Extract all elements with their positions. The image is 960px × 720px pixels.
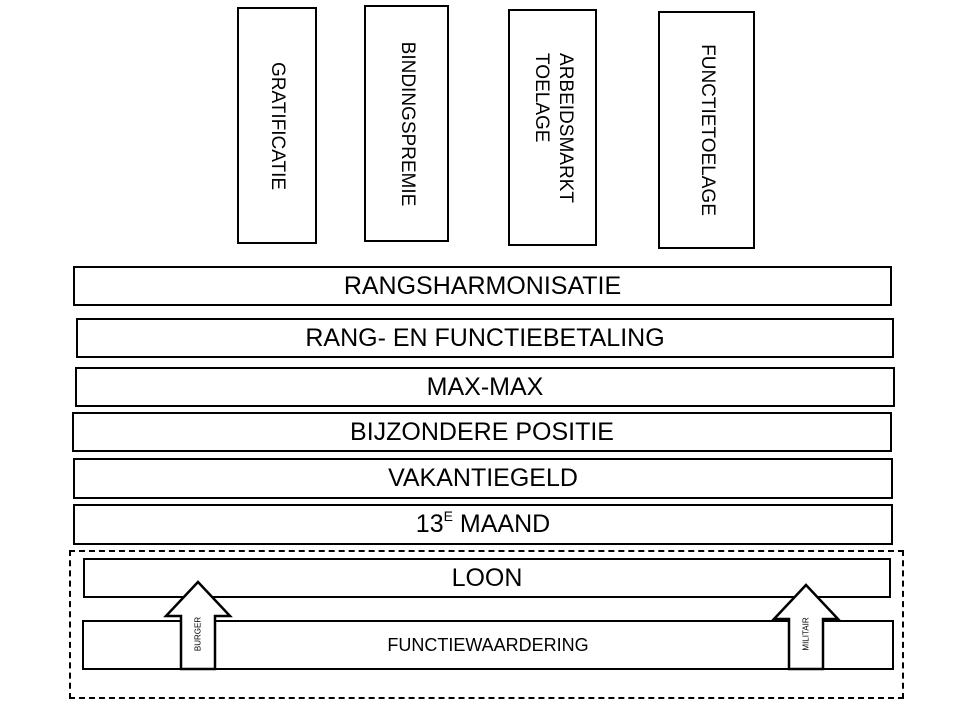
box-arbeidsmarkt-toelage: ARBEIDSMARKT TOELAGE <box>508 9 597 246</box>
box-arbeidsmarkt-toelage-line-1: ARBEIDSMARKT <box>554 52 576 203</box>
burger-arrow-icon <box>163 580 233 671</box>
militair-arrow-label: MILITAIR <box>801 617 811 651</box>
box-functietoelage-text: FUNCTIETOELAGE <box>695 44 719 216</box>
militair-arrow-icon <box>771 583 841 671</box>
box-arbeidsmarkt-toelage-text: ARBEIDSMARKT TOELAGE <box>529 53 577 203</box>
box-gratificatie-line-1: GRATIFICATIE <box>267 61 288 190</box>
box-functietoelage-line-1: FUNCTIETOELAGE <box>696 44 718 216</box>
layer-rang-en-functiebetaling: RANG- EN FUNCTIEBETALING <box>76 318 894 358</box>
layer-rangsharmonisatie: RANGSHARMONISATIE <box>73 266 892 306</box>
burger-arrow-label: BURGER <box>193 616 203 652</box>
box-gratificatie-text: GRATIFICATIE <box>265 61 289 189</box>
box-bindingspremie-line-1: BINDINGSPREMIE <box>396 41 418 206</box>
maand-text: MAAND <box>459 510 551 538</box>
layer-functiewaardering: FUNCTIEWAARDERING <box>82 620 894 670</box>
layer-bijzondere-positie: BIJZONDERE POSITIE <box>72 412 892 452</box>
box-bindingspremie: BINDINGSPREMIE <box>364 5 449 242</box>
maand-superscript: E <box>443 507 453 524</box>
dashed-group-border <box>69 550 904 699</box>
box-arbeidsmarkt-toelage-line-2: TOELAGE <box>530 52 552 142</box>
box-gratificatie: GRATIFICATIE <box>237 7 317 244</box>
maand-number: 13 <box>415 510 444 538</box>
layer-vakantiegeld: VAKANTIEGELD <box>73 458 893 499</box>
layer-loon: LOON <box>83 558 891 598</box>
box-bindingspremie-text: BINDINGSPREMIE <box>395 41 419 206</box>
box-functietoelage: FUNCTIETOELAGE <box>658 11 755 249</box>
layer-max-max: MAX-MAX <box>75 367 895 407</box>
